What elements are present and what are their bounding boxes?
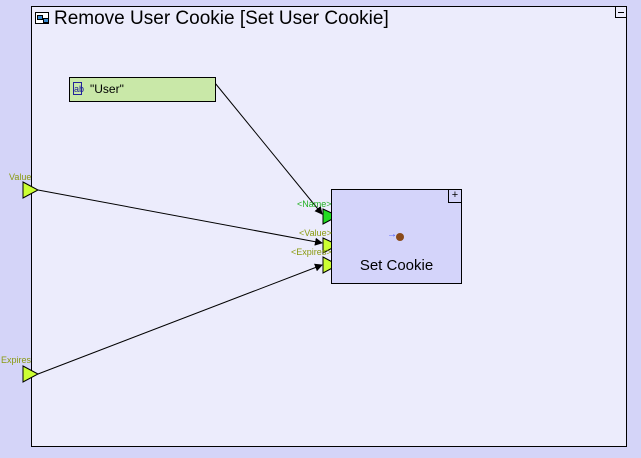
wire-value-to-value — [37, 189, 323, 246]
constant-label: "User" — [90, 82, 124, 96]
input-port-expires — [22, 365, 40, 383]
port-label-expires: <Expires> — [291, 247, 332, 257]
node-port-value — [322, 237, 340, 254]
node-label: Set Cookie — [359, 257, 434, 274]
string-constant-icon: ab — [73, 82, 85, 95]
cookie-icon — [396, 233, 404, 241]
graph-icon — [35, 12, 49, 24]
port-label-value: <Value> — [299, 228, 332, 238]
set-cookie-node[interactable]: + → Set Cookie — [331, 189, 462, 284]
input-label-value: Value — [9, 172, 32, 182]
node-port-name — [322, 208, 340, 225]
arrow-icon: → — [387, 229, 397, 240]
input-port-value — [22, 181, 40, 199]
collapse-button[interactable] — [615, 6, 627, 18]
port-label-name: <Name> — [297, 199, 332, 209]
wire-user-to-name — [214, 82, 323, 215]
expand-button[interactable]: + — [448, 190, 461, 203]
constant-user[interactable]: ab "User" — [69, 77, 216, 102]
node-port-expires — [322, 256, 340, 274]
graph-title: Remove User Cookie [Set User Cookie] — [54, 8, 389, 29]
wire-expires-to-expires — [37, 263, 323, 375]
input-label-expires: Expires — [1, 355, 32, 365]
